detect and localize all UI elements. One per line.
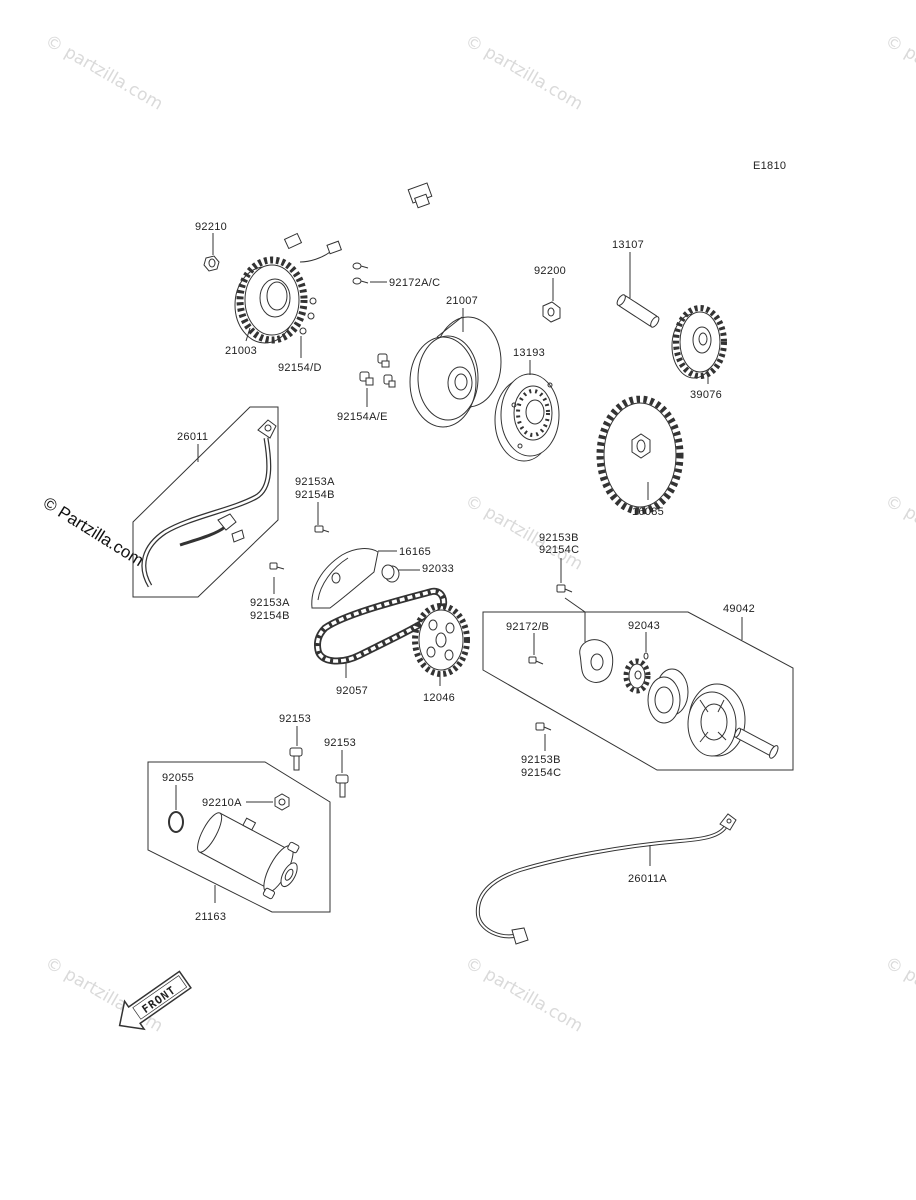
callout-49042: 49042: [723, 603, 755, 615]
callout-92154c: 92154C: [521, 767, 561, 779]
callout-92210: 92210: [195, 221, 227, 233]
callout-13193: 13193: [513, 347, 545, 359]
callout-13107: 13107: [612, 239, 644, 251]
callout-92172a-c: 92172A/C: [389, 277, 440, 289]
callout-21007: 21007: [446, 295, 478, 307]
shaft-13107: [616, 294, 660, 328]
screw-92154-d: [299, 297, 317, 335]
callout-92153a: 92153A: [295, 476, 335, 488]
callout-92153: 92153: [279, 713, 311, 725]
callout-16165: 16165: [399, 546, 431, 558]
watermark: © partzilla.com: [882, 953, 916, 1037]
bolt-92154a-e: [359, 353, 396, 388]
cover-16165: [311, 548, 379, 609]
callout-92055: 92055: [162, 772, 194, 784]
starter-clutch-49042: [482, 597, 794, 771]
grommet-92033: [381, 564, 400, 583]
starter-motor-21163: [147, 761, 331, 913]
callout-21003: 21003: [225, 345, 257, 357]
callout-92033: 92033: [422, 563, 454, 575]
chain-92057: [314, 587, 448, 665]
callout-12046: 12046: [423, 692, 455, 704]
watermark: © partzilla.com: [882, 31, 916, 115]
washer-92200: [542, 301, 561, 323]
screw-92172a-c: [352, 262, 369, 285]
callout-92153a: 92153A: [250, 597, 290, 609]
callout-92154-d: 92154/D: [278, 362, 322, 374]
screw-92153b-92154c-upper: [556, 584, 573, 593]
watermarks: © partzilla.com © partzilla.com © partzi…: [42, 31, 916, 1037]
copyright-mark: © Partzilla.com: [40, 493, 147, 570]
callout-92154b: 92154B: [250, 610, 290, 622]
bolt-92153: [289, 747, 303, 771]
watermark: © partzilla.com: [462, 953, 587, 1037]
sprocket-12046: [412, 603, 470, 677]
gear-39076: [671, 305, 727, 379]
callout-26011a: 26011A: [628, 873, 667, 885]
callout-39076: 39076: [690, 389, 722, 401]
watermark: © partzilla.com: [42, 31, 167, 115]
nut-92210: [203, 255, 220, 272]
callout-26011: 26011: [177, 431, 208, 443]
callout-92154a-e: 92154A/E: [337, 411, 388, 423]
callout-92153b: 92153B: [521, 754, 561, 766]
callout-92172-b: 92172/B: [506, 621, 549, 633]
bolt-92153: [335, 774, 349, 798]
screw-92172-b: [528, 656, 544, 665]
plug-92210a: [274, 793, 290, 811]
callout-92210a: 92210A: [202, 797, 242, 809]
callout-92200: 92200: [534, 265, 566, 277]
screw-92153b-92154c-lower: [535, 722, 552, 731]
watermark: © partzilla.com: [882, 491, 916, 575]
gear-16085: [596, 395, 684, 515]
callout-92057: 92057: [336, 685, 368, 697]
callout-92153: 92153: [324, 737, 356, 749]
stator-21003: [234, 182, 433, 344]
callout-21163: 21163: [195, 911, 226, 923]
callout-92154b: 92154B: [295, 489, 335, 501]
screw-92153a-92154b-upper: [314, 525, 330, 533]
callout-92153b: 92153B: [539, 532, 579, 544]
clutch-13193: [494, 373, 560, 462]
callout-92154c: 92154C: [539, 544, 579, 556]
screw-92153a-92154b-left: [269, 562, 285, 570]
watermark: © partzilla.com: [462, 31, 587, 115]
o-ring-92055: [168, 811, 184, 833]
cable-26011: [132, 406, 279, 598]
callout-16085: 16085: [632, 506, 664, 518]
diagram-code: E1810: [753, 160, 786, 172]
callout-92043: 92043: [628, 620, 660, 632]
rotor-21007: [409, 316, 502, 428]
cable-26011a: [475, 813, 737, 945]
